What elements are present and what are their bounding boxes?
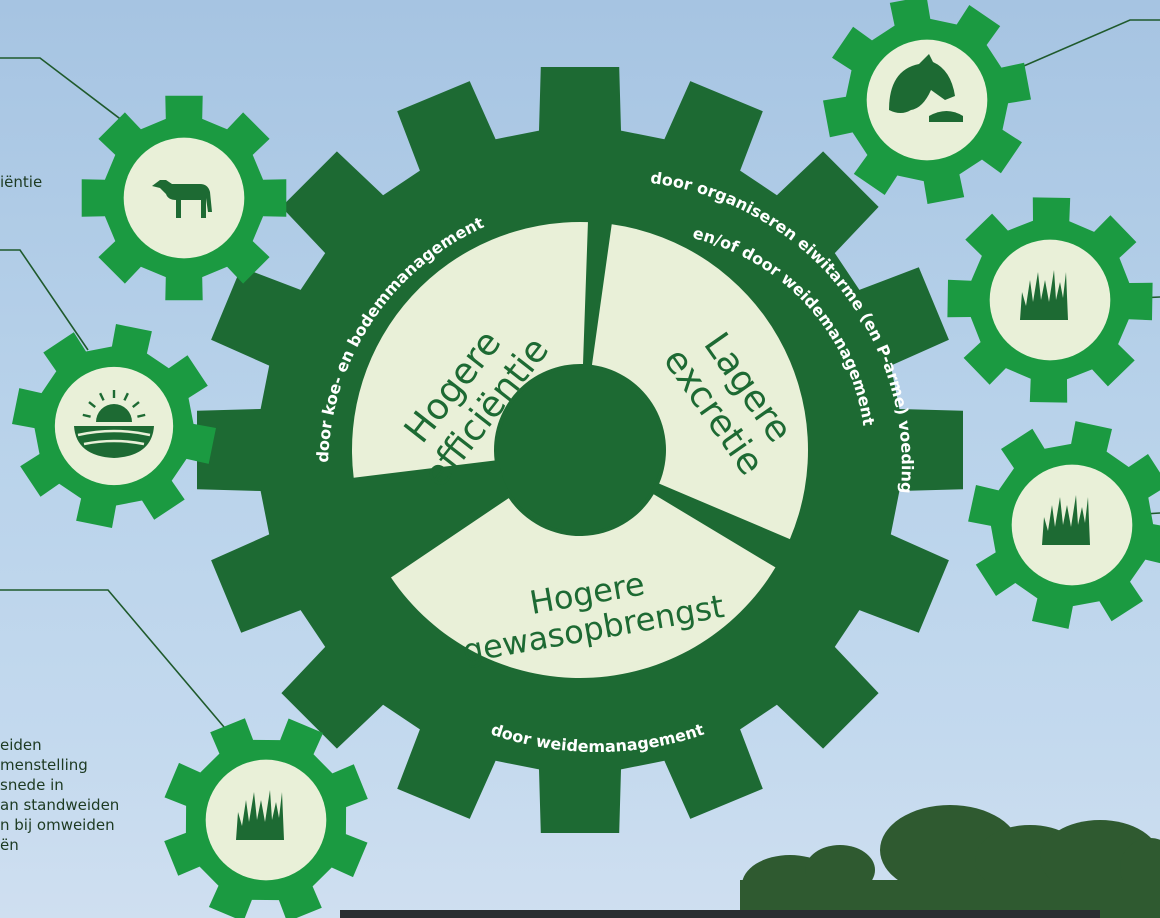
tree-line xyxy=(740,805,1160,918)
grass-icon xyxy=(1020,270,1068,320)
small-gear xyxy=(12,324,216,528)
small-gear xyxy=(823,0,1031,204)
left-text-line: eiden xyxy=(0,736,42,754)
left-text-top: iëntie xyxy=(0,172,42,192)
segment-excretion-bg xyxy=(591,224,808,540)
grass-icon xyxy=(236,790,284,840)
small-gear xyxy=(81,95,287,301)
field-sunrise-icon xyxy=(74,390,154,458)
cow-feeding-icon xyxy=(889,54,963,122)
left-text-line: snede in xyxy=(0,776,64,794)
left-text-fragment: iëntie xyxy=(0,173,43,191)
building-roof xyxy=(340,910,1100,918)
cow-icon xyxy=(152,180,212,218)
gear-hub xyxy=(498,368,662,532)
segment-crop-yield-bg xyxy=(390,494,776,679)
left-text-line: n bij omweiden xyxy=(0,816,115,834)
segment-efficiency-bg xyxy=(351,222,588,478)
small-gear xyxy=(947,197,1153,403)
small-gear xyxy=(968,421,1160,629)
left-text-bottom: eiden menstelling snede in an standweiden n … xyxy=(0,735,119,855)
icon-disc xyxy=(866,39,988,161)
left-text-line: ën xyxy=(0,836,19,854)
grass-icon xyxy=(1042,495,1090,545)
small-gear xyxy=(164,718,368,918)
left-text-line: menstelling xyxy=(0,756,88,774)
left-text-line: an standweiden xyxy=(0,796,120,814)
